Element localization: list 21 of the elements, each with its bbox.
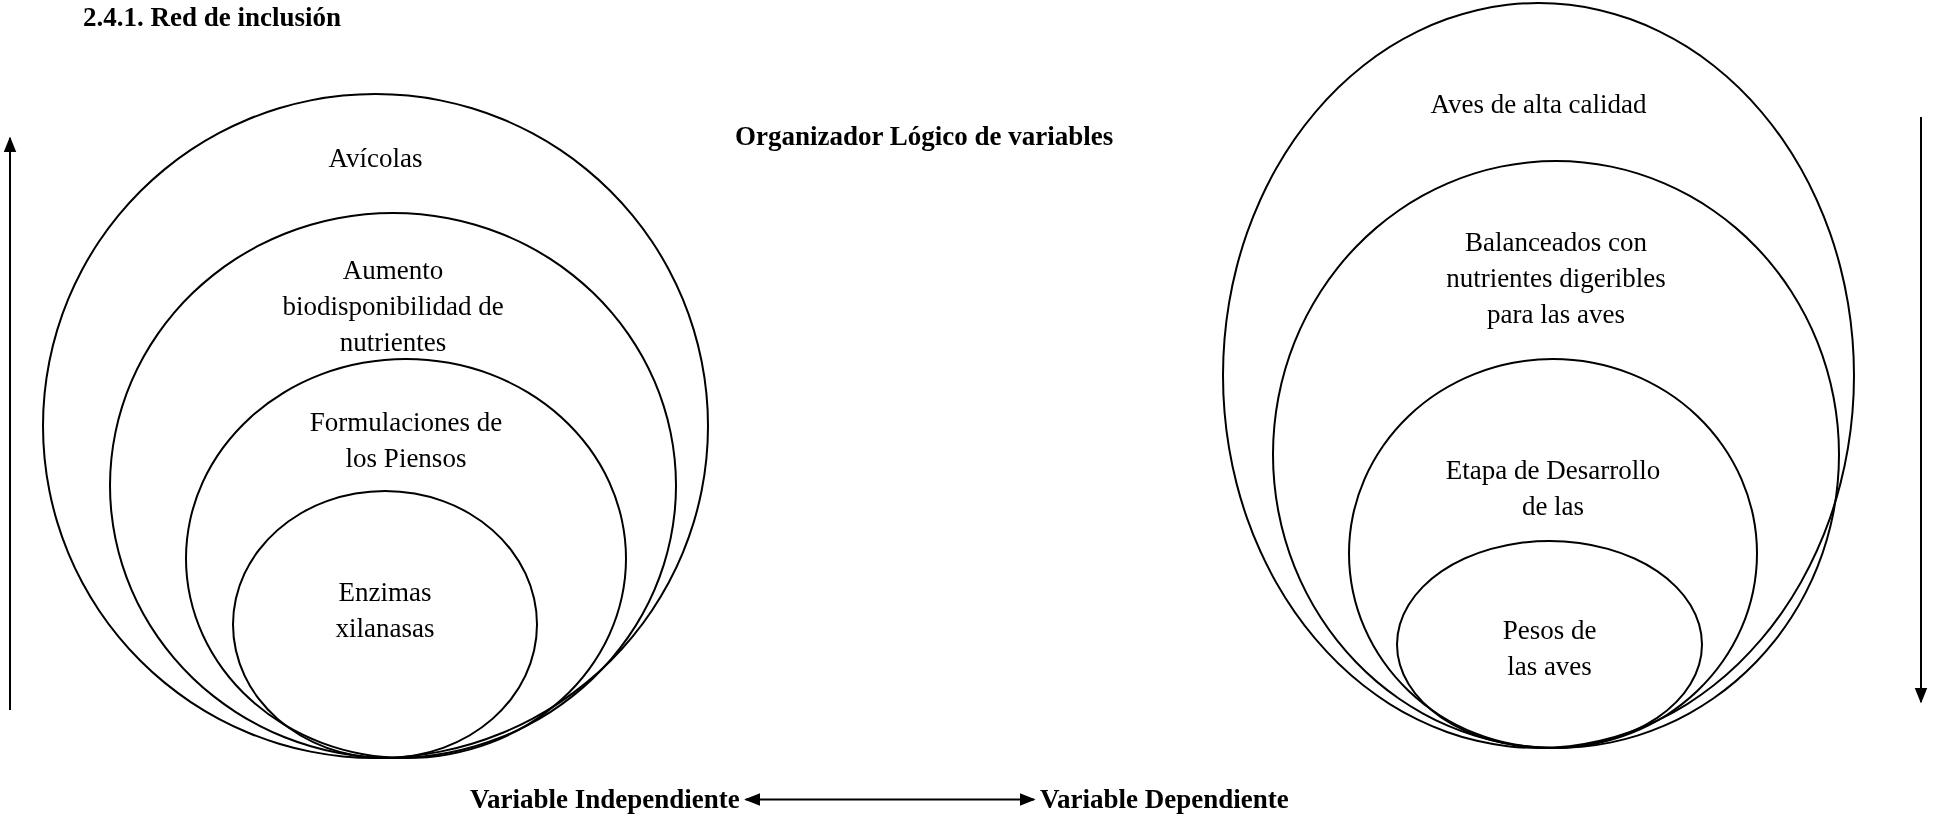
ellipse-label: Aves de alta calidad (1429, 88, 1648, 121)
ellipse-label: Pesos de las aves (1501, 614, 1598, 683)
ellipse-label: Avícolas (327, 142, 424, 175)
ellipse-label: Enzimas xilanasas (334, 576, 436, 645)
double-arrow (744, 793, 1036, 806)
ellipse-label: Etapa de Desarrollo de las (1444, 454, 1662, 523)
ellipse (109, 212, 677, 759)
variable-label: Variable Independiente (470, 784, 740, 815)
ellipse-label: Balanceados con nutrientes digeribles para las aves (1445, 226, 1667, 331)
ellipse-label: Formulaciones de los Piensos (308, 406, 504, 475)
title: Organizador Lógico de variables (735, 121, 1114, 152)
ellipse (185, 358, 627, 759)
section-heading: 2.4.1. Red de inclusión (83, 2, 342, 33)
outer-ellipse (1222, 2, 1855, 749)
inner-ellipse (1396, 540, 1703, 749)
ellipse (1348, 358, 1758, 749)
inner-ellipse (232, 490, 538, 759)
outer-ellipse (42, 93, 709, 759)
ellipse (1272, 160, 1840, 749)
variable-label: Variable Dependiente (1040, 784, 1289, 815)
ellipse-label: Aumento biodisponibilidad de nutrientes (281, 254, 505, 359)
